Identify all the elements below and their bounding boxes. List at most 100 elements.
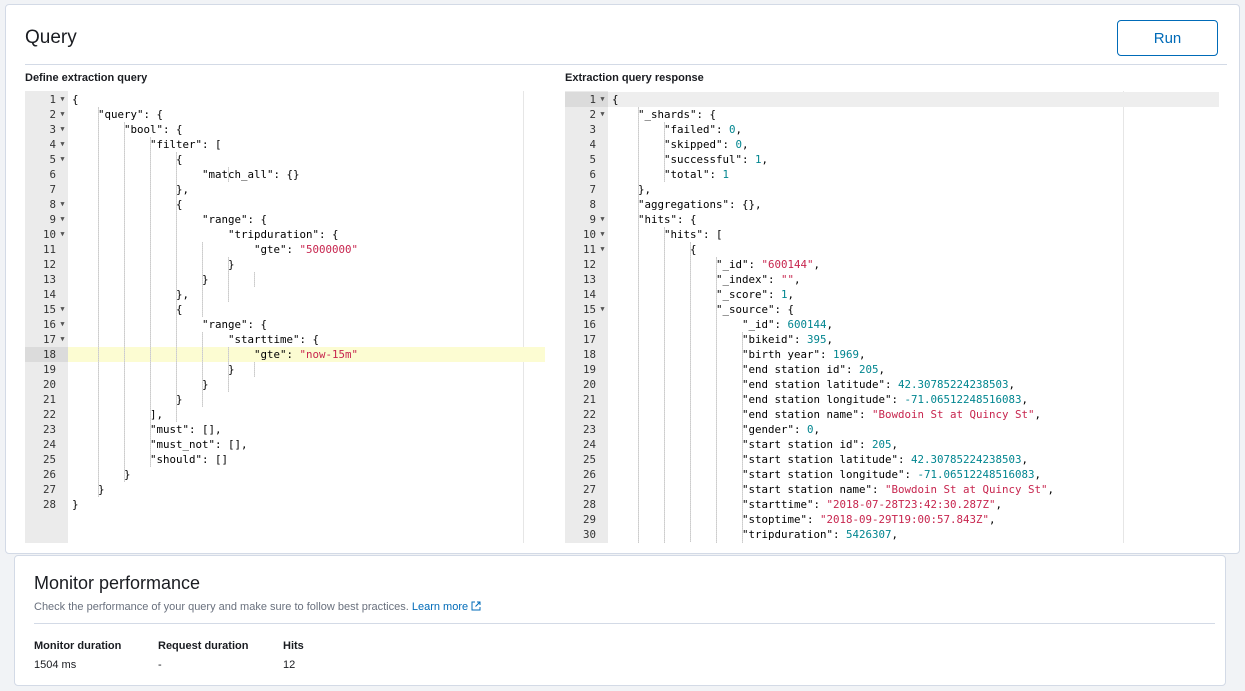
code-token: "stoptime": — [742, 513, 814, 526]
code-text: "end station latitude": 42.3078522423850… — [612, 377, 1015, 392]
code-line[interactable]: 12 "_id": "600144", — [565, 257, 1219, 272]
query-editor-code[interactable]: 1▼{2▼ "query": {3▼ "bool": {4▼ "filter":… — [25, 92, 545, 512]
response-editor-code[interactable]: 1▼{2▼ "_shards": {3 "failed": 0,4 "skipp… — [565, 92, 1219, 542]
code-line[interactable]: 10▼ "hits": [ — [565, 227, 1219, 242]
code-text: "range": { — [72, 317, 267, 332]
code-line[interactable]: 5 "successful": 1, — [565, 152, 1219, 167]
code-text: "skipped": 0, — [612, 137, 749, 152]
code-line[interactable]: 1▼{ — [565, 92, 1219, 107]
fold-toggle-icon[interactable]: ▼ — [60, 200, 65, 208]
line-number: 4 — [49, 138, 56, 151]
fold-toggle-icon[interactable]: ▼ — [600, 230, 605, 238]
code-line[interactable]: 2▼ "_shards": { — [565, 107, 1219, 122]
code-line[interactable]: 18 "birth year": 1969, — [565, 347, 1219, 362]
code-line[interactable]: 21 } — [25, 392, 545, 407]
fold-toggle-icon[interactable]: ▼ — [60, 155, 65, 163]
line-number: 25 — [42, 453, 56, 466]
indent-guide — [228, 167, 229, 182]
code-line[interactable]: 21 "end station longitude": -71.06512248… — [565, 392, 1219, 407]
line-number: 16 — [42, 318, 56, 331]
code-line[interactable]: 14 }, — [25, 287, 545, 302]
line-number: 12 — [42, 258, 56, 271]
code-line[interactable]: 30 "tripduration": 5426307, — [565, 527, 1219, 542]
monitor-performance-panel: Monitor performance Check the performanc… — [14, 555, 1226, 686]
code-line[interactable]: 20 } — [25, 377, 545, 392]
code-line[interactable]: 12 } — [25, 257, 545, 272]
fold-toggle-icon[interactable]: ▼ — [600, 245, 605, 253]
response-editor[interactable]: 1▼{2▼ "_shards": {3 "failed": 0,4 "skipp… — [565, 91, 1219, 543]
line-number: 10 — [582, 228, 596, 241]
code-line[interactable]: 23 "gender": 0, — [565, 422, 1219, 437]
code-line[interactable]: 15▼ "_source": { — [565, 302, 1219, 317]
code-line[interactable]: 11 "gte": "5000000" — [25, 242, 545, 257]
code-line[interactable]: 9▼ "range": { — [25, 212, 545, 227]
fold-toggle-icon[interactable]: ▼ — [60, 215, 65, 223]
code-line[interactable]: 9▼ "hits": { — [565, 212, 1219, 227]
code-line[interactable]: 3▼ "bool": { — [25, 122, 545, 137]
fold-toggle-icon[interactable]: ▼ — [60, 110, 65, 118]
fold-toggle-icon[interactable]: ▼ — [60, 335, 65, 343]
code-line[interactable]: 10▼ "tripduration": { — [25, 227, 545, 242]
code-line[interactable]: 16 ▼ "range": { — [25, 317, 545, 332]
code-line[interactable]: 6 "match_all": {} — [25, 167, 545, 182]
learn-more-link[interactable]: Learn more — [412, 601, 481, 613]
code-line[interactable]: 19 } — [25, 362, 545, 377]
code-line[interactable]: 7 }, — [565, 182, 1219, 197]
code-line[interactable]: 4▼ "filter": [ — [25, 137, 545, 152]
code-line[interactable]: 2▼ "query": { — [25, 107, 545, 122]
code-line[interactable]: 18 "gte": "now-15m" — [25, 347, 545, 362]
code-line[interactable]: 27 } — [25, 482, 545, 497]
code-line[interactable]: 25 "start station latitude": 42.30785224… — [565, 452, 1219, 467]
fold-toggle-icon[interactable]: ▼ — [60, 320, 65, 328]
code-text: } — [72, 467, 131, 482]
code-token: , — [761, 153, 769, 166]
code-line[interactable]: 19 "end station id": 205, — [565, 362, 1219, 377]
number-token: 0 — [807, 423, 814, 436]
fold-toggle-icon[interactable]: ▼ — [60, 95, 65, 103]
code-token: } — [72, 363, 235, 376]
stat-request-duration: Request duration - — [158, 640, 248, 671]
code-line[interactable]: 17▼ "starttime": { — [25, 332, 545, 347]
fold-toggle-icon[interactable]: ▼ — [60, 125, 65, 133]
code-line[interactable]: 1▼{ — [25, 92, 545, 107]
code-line[interactable]: 28 "starttime": "2018-07-28T23:42:30.287… — [565, 497, 1219, 512]
fold-toggle-icon[interactable]: ▼ — [600, 110, 605, 118]
code-token: } — [72, 483, 105, 496]
fold-toggle-icon[interactable]: ▼ — [60, 140, 65, 148]
code-line[interactable]: 29 "stoptime": "2018-09-29T19:00:57.843Z… — [565, 512, 1219, 527]
code-line[interactable]: 13 "_index": "", — [565, 272, 1219, 287]
code-line[interactable]: 14 "_score": 1, — [565, 287, 1219, 302]
indent-guide — [202, 242, 203, 317]
code-line[interactable]: 20 "end station latitude": 42.3078522423… — [565, 377, 1219, 392]
code-line[interactable]: 4 "skipped": 0, — [565, 137, 1219, 152]
fold-toggle-icon[interactable]: ▼ — [600, 305, 605, 313]
code-line[interactable]: 8 "aggregations": {}, — [565, 197, 1219, 212]
code-line[interactable]: 22 "end station name": "Bowdoin St at Qu… — [565, 407, 1219, 422]
code-line[interactable]: 13 } — [25, 272, 545, 287]
code-line[interactable]: 8▼ { — [25, 197, 545, 212]
fold-toggle-icon[interactable]: ▼ — [60, 305, 65, 313]
code-line[interactable]: 16 "_id": 600144, — [565, 317, 1219, 332]
code-line[interactable]: 15▼ { — [25, 302, 545, 317]
code-line[interactable]: 17 "bikeid": 395, — [565, 332, 1219, 347]
fold-toggle-icon[interactable]: ▼ — [600, 95, 605, 103]
code-text: "successful": 1, — [612, 152, 768, 167]
code-line[interactable]: 24 "start station id": 205, — [565, 437, 1219, 452]
run-button[interactable]: Run — [1117, 20, 1218, 56]
code-line[interactable]: 23 "must": [], — [25, 422, 545, 437]
code-line[interactable]: 25 "should": [] — [25, 452, 545, 467]
code-line[interactable]: 11▼ { — [565, 242, 1219, 257]
code-line[interactable]: 3 "failed": 0, — [565, 122, 1219, 137]
code-line[interactable]: 27 "start station name": "Bowdoin St at … — [565, 482, 1219, 497]
code-line[interactable]: 22 ], — [25, 407, 545, 422]
fold-toggle-icon[interactable]: ▼ — [60, 230, 65, 238]
code-line[interactable]: 28} — [25, 497, 545, 512]
query-editor[interactable]: 1▼{2▼ "query": {3▼ "bool": {4▼ "filter":… — [25, 91, 545, 543]
code-line[interactable]: 26 "start station longitude": -71.065122… — [565, 467, 1219, 482]
code-line[interactable]: 6 "total": 1 — [565, 167, 1219, 182]
code-line[interactable]: 5▼ { — [25, 152, 545, 167]
fold-toggle-icon[interactable]: ▼ — [600, 215, 605, 223]
code-line[interactable]: 7 }, — [25, 182, 545, 197]
code-line[interactable]: 24 "must_not": [], — [25, 437, 545, 452]
code-line[interactable]: 26 } — [25, 467, 545, 482]
